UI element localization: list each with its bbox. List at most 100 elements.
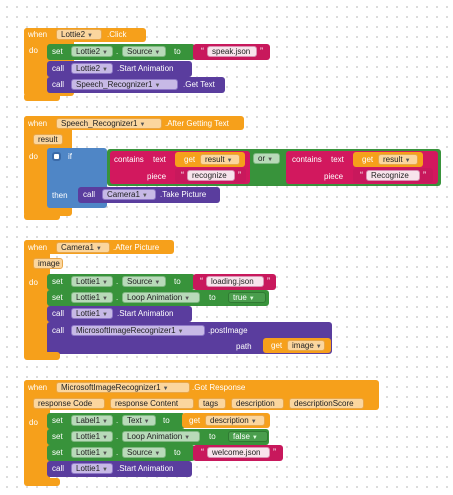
param-response-content[interactable]: response Content [110, 398, 194, 409]
property-dropdown[interactable]: Text▼ [122, 415, 156, 426]
event-name: .After Picture [113, 243, 160, 252]
call-label: call [52, 464, 65, 473]
boolean-dropdown[interactable]: true▼ [228, 292, 266, 303]
chevron-down-icon: ▼ [184, 435, 191, 441]
to-label: to [209, 432, 216, 441]
component-dropdown[interactable]: Lottie2▼ [56, 29, 102, 40]
event-footer [24, 352, 60, 360]
call-label: call [52, 309, 65, 318]
variable-dropdown[interactable]: result▼ [200, 154, 240, 165]
to-label: to [163, 416, 170, 425]
chevron-down-icon: ▼ [184, 296, 191, 302]
set-label: set [52, 416, 63, 425]
call-label: call [52, 64, 65, 73]
chevron-down-icon: ▼ [251, 435, 258, 441]
chevron-down-icon: ▼ [154, 50, 161, 56]
text-value[interactable]: welcome.json [201, 447, 276, 458]
variable-dropdown[interactable]: image▼ [287, 340, 325, 351]
param-tags[interactable]: tags [198, 398, 226, 409]
do-label: do [29, 46, 38, 55]
dot-label: . [116, 47, 119, 56]
param-image[interactable]: image [33, 258, 63, 269]
chevron-down-icon: ▼ [315, 344, 322, 350]
set-label: set [52, 448, 63, 457]
dot-label: . [116, 277, 119, 286]
gear-icon[interactable] [52, 152, 61, 161]
component-dropdown[interactable]: Lottie1▼ [71, 447, 113, 458]
to-label: to [174, 448, 181, 457]
chevron-down-icon: ▼ [154, 280, 161, 286]
component-dropdown[interactable]: MicrosoftImageRecognizer1▼ [71, 325, 205, 336]
chevron-down-icon: ▼ [139, 122, 146, 128]
set-source-block[interactable] [47, 44, 195, 60]
to-label: to [209, 293, 216, 302]
set-source-block[interactable] [47, 274, 195, 290]
when-label: when [28, 243, 48, 252]
component-dropdown[interactable]: Lottie2▼ [71, 63, 113, 74]
component-dropdown[interactable]: Lottie1▼ [71, 431, 113, 442]
variable-dropdown[interactable]: description▼ [205, 415, 265, 426]
event-name: .After Getting Text [165, 119, 229, 128]
chevron-down-icon: ▼ [95, 246, 102, 252]
to-label: to [174, 277, 181, 286]
boolean-dropdown[interactable]: false▼ [228, 431, 268, 442]
set-label: set [52, 293, 63, 302]
method-name: .Take Picture [160, 190, 207, 199]
text-value[interactable]: recognize [181, 170, 241, 181]
piece-label: piece [324, 172, 344, 181]
text-value[interactable]: loading.json [200, 276, 270, 287]
component-dropdown[interactable]: Camera1▼ [56, 242, 110, 253]
set-source-block[interactable] [47, 445, 195, 461]
component-dropdown[interactable]: Label1▼ [71, 415, 113, 426]
chevron-down-icon: ▼ [141, 193, 148, 199]
component-dropdown[interactable]: Lottie1▼ [71, 292, 113, 303]
contains-label: contains [114, 155, 144, 164]
property-dropdown[interactable]: Source▼ [122, 276, 166, 287]
get-label: get [271, 341, 283, 350]
chevron-down-icon: ▼ [162, 386, 169, 392]
set-label: set [52, 277, 63, 286]
set-label: set [52, 432, 63, 441]
text-value[interactable]: Recognize [360, 170, 426, 181]
get-label: get [362, 155, 374, 164]
component-dropdown[interactable]: Speech_Recognizer1▼ [71, 79, 178, 90]
property-dropdown[interactable]: Loop Animation▼ [122, 292, 200, 303]
do-label: do [29, 418, 38, 427]
to-label: to [174, 47, 181, 56]
component-dropdown[interactable]: Lottie1▼ [71, 276, 113, 287]
param-description-score[interactable]: descriptionScore [289, 398, 364, 409]
path-label: path [236, 342, 252, 351]
property-dropdown[interactable]: Source▼ [122, 46, 166, 57]
chevron-down-icon: ▼ [102, 467, 108, 473]
when-label: when [28, 119, 48, 128]
call-label: call [83, 190, 96, 199]
property-dropdown[interactable]: Loop Animation▼ [122, 431, 200, 442]
chevron-down-icon: ▼ [102, 280, 108, 286]
or-dropdown[interactable]: or▼ [253, 153, 280, 164]
if-label: if [68, 152, 72, 161]
component-dropdown[interactable]: Lottie1▼ [71, 308, 113, 319]
param-result[interactable]: result [33, 134, 63, 145]
chevron-down-icon: ▼ [102, 451, 108, 457]
chevron-down-icon: ▼ [154, 451, 161, 457]
get-label: get [189, 416, 201, 425]
component-dropdown[interactable]: Lottie1▼ [71, 463, 113, 474]
component-dropdown[interactable]: Camera1▼ [102, 189, 156, 200]
method-name: .Start Animation [117, 309, 174, 318]
variable-dropdown[interactable]: result▼ [378, 154, 418, 165]
param-response-code[interactable]: response Code [33, 398, 105, 409]
chevron-down-icon: ▼ [248, 296, 255, 302]
set-label: set [52, 47, 63, 56]
component-dropdown[interactable]: MicrosoftImageRecognizer1▼ [56, 382, 190, 393]
component-dropdown[interactable]: Speech_Recognizer1▼ [56, 118, 162, 129]
property-dropdown[interactable]: Source▼ [122, 447, 166, 458]
get-label: get [184, 155, 196, 164]
component-dropdown[interactable]: Lottie2▼ [71, 46, 113, 57]
event-footer [24, 478, 60, 486]
chevron-down-icon: ▼ [404, 158, 411, 164]
text-value[interactable]: speak.json [201, 46, 263, 57]
chevron-down-icon: ▼ [177, 329, 184, 335]
event-footer [24, 212, 60, 220]
param-description[interactable]: description [231, 398, 284, 409]
when-label: when [28, 30, 48, 39]
